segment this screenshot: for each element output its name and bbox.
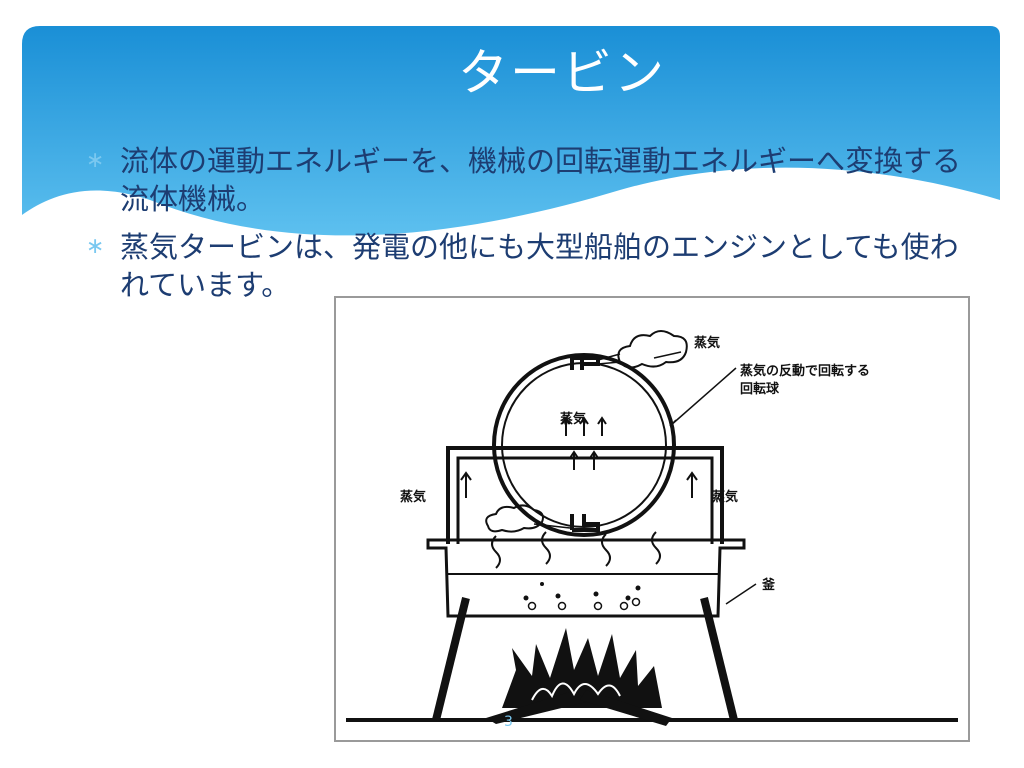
- fire: [486, 628, 672, 726]
- slide-title: タービン: [458, 44, 666, 102]
- bottom-nozzle: [570, 514, 600, 532]
- label-rotor-line2: 回転球: [740, 382, 780, 397]
- bullet-marker: ∗: [86, 234, 105, 259]
- stand-leg: [432, 597, 470, 721]
- bullet-item: ∗ 蒸気タービンは、発電の他にも大型船舶のエンジンとしても使われています。: [82, 228, 962, 304]
- bullet-text: 流体の運動エネルギーを、機械の回転運動エネルギーへ変換する流体機械。: [120, 144, 962, 216]
- bullet-list: ∗ 流体の運動エネルギーを、機械の回転運動エネルギーへ変換する流体機械。 ∗ 蒸…: [82, 142, 962, 314]
- pot: [426, 538, 746, 618]
- stand-leg: [700, 597, 738, 721]
- label-rotor-line1: 蒸気の反動で回転する: [740, 364, 871, 379]
- turbine-diagram: 蒸気 蒸気の反動で回転する 回転球 蒸気 蒸気 蒸気 釜: [334, 296, 970, 742]
- page-number: 3: [504, 714, 513, 730]
- bullet-text: 蒸気タービンは、発電の他にも大型船舶のエンジンとしても使われています。: [120, 230, 959, 302]
- label-steam-left: 蒸気: [400, 490, 427, 505]
- rotor-sphere: [492, 353, 676, 537]
- turbine-drawing: [346, 330, 958, 726]
- title-banner: [22, 26, 1001, 263]
- label-steam-right: 蒸気: [712, 490, 739, 505]
- steam-cloud: [617, 330, 688, 369]
- top-nozzle: [570, 356, 600, 370]
- steam-pipe-inner: [456, 456, 714, 544]
- label-steam-inside: 蒸気: [560, 412, 587, 427]
- rotor-sphere-inner: [501, 362, 667, 528]
- label-pot: 釜: [762, 578, 776, 593]
- steam-cloud: [485, 504, 544, 533]
- steam-pipe-outer: [446, 446, 724, 544]
- bullet-item: ∗ 流体の運動エネルギーを、機械の回転運動エネルギーへ変換する流体機械。: [82, 142, 962, 218]
- label-steam-top: 蒸気: [694, 336, 721, 351]
- bullet-marker: ∗: [86, 148, 105, 173]
